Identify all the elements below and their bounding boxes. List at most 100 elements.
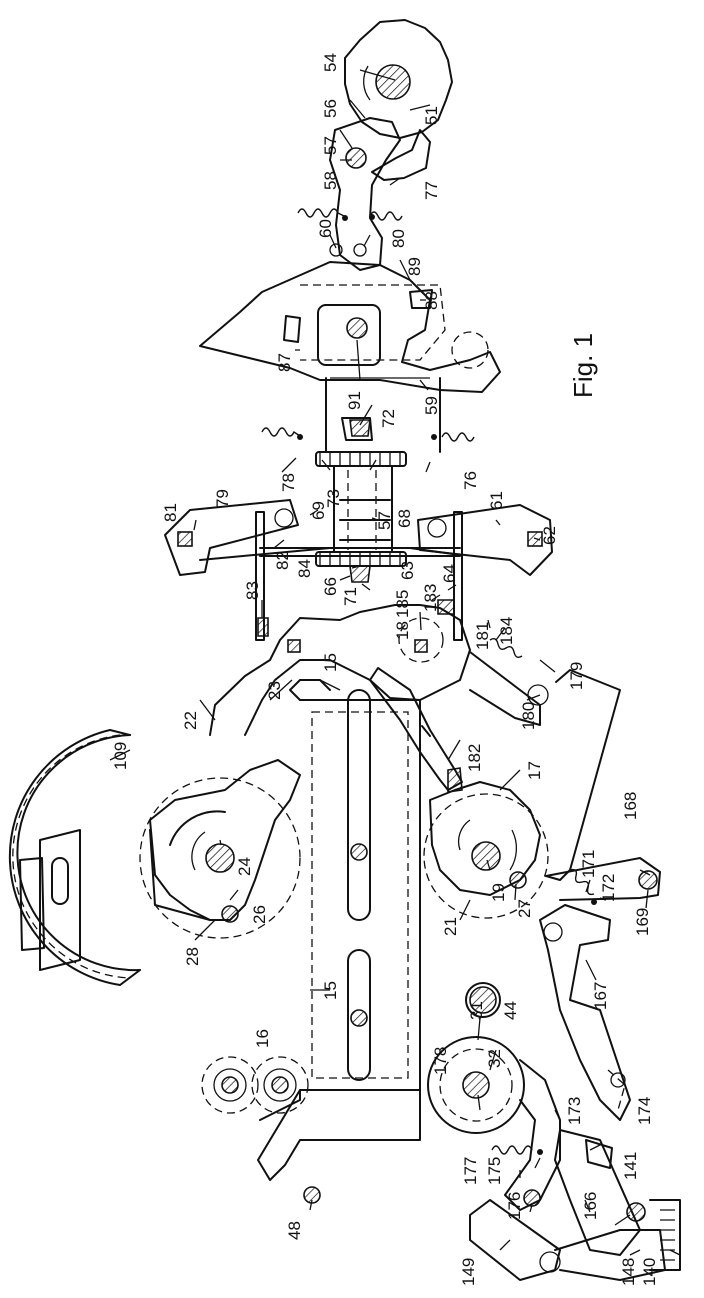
ref-31: 31 bbox=[467, 1001, 486, 1020]
ref-166: 166 bbox=[581, 1192, 600, 1220]
lever-57 bbox=[329, 117, 401, 271]
frame-bottom bbox=[257, 1089, 421, 1204]
ref-78: 78 bbox=[279, 473, 298, 492]
ref-80: 80 bbox=[389, 229, 408, 248]
ref-61: 61 bbox=[487, 491, 506, 510]
ref-178: 178 bbox=[431, 1047, 450, 1075]
lever-77 bbox=[371, 129, 431, 181]
ref-76: 76 bbox=[461, 471, 480, 490]
ref-60: 60 bbox=[316, 219, 335, 238]
ref-148: 148 bbox=[619, 1258, 638, 1286]
ref-82: 82 bbox=[273, 551, 292, 570]
ref-181: 181 bbox=[473, 622, 492, 650]
ref-63: 63 bbox=[398, 561, 417, 580]
ref-140: 140 bbox=[640, 1258, 659, 1286]
ref-57b: 57 bbox=[375, 511, 394, 530]
ref-21: 21 bbox=[441, 917, 460, 936]
ref-48: 48 bbox=[285, 1221, 304, 1240]
slide-59 bbox=[325, 377, 441, 453]
gear-26 bbox=[139, 759, 301, 939]
ref-167: 167 bbox=[591, 982, 610, 1010]
lever-166 bbox=[554, 1129, 646, 1256]
cam-178 bbox=[427, 1036, 561, 1211]
ref-68: 68 bbox=[395, 509, 414, 528]
ref-185: 185 bbox=[393, 590, 412, 618]
ref-83: 83 bbox=[243, 581, 262, 600]
ref-15b: 15 bbox=[321, 981, 340, 1000]
lever-79 bbox=[164, 499, 299, 576]
ref-59: 59 bbox=[422, 396, 441, 415]
arm-182 bbox=[369, 667, 463, 793]
leader-lines bbox=[109, 69, 681, 1256]
ref-180: 180 bbox=[519, 702, 538, 730]
ref-182: 182 bbox=[465, 744, 484, 772]
figure-caption: Fig. 1 bbox=[568, 333, 598, 398]
ref-81: 81 bbox=[161, 503, 180, 522]
gear-21 bbox=[423, 781, 549, 919]
ref-149: 149 bbox=[459, 1258, 478, 1286]
ref-23: 23 bbox=[265, 681, 284, 700]
ref-89: 89 bbox=[405, 257, 424, 276]
lever-167 bbox=[539, 904, 631, 1121]
lever-179-168 bbox=[545, 669, 661, 905]
lever-149-148 bbox=[469, 1199, 681, 1281]
ref-64: 64 bbox=[440, 564, 459, 583]
ref-172: 172 bbox=[599, 874, 618, 902]
ref-28: 28 bbox=[183, 947, 202, 966]
ref-173: 173 bbox=[565, 1097, 584, 1125]
plates-82-84-63 bbox=[199, 511, 463, 641]
ref-51: 51 bbox=[422, 106, 441, 125]
ref-79: 79 bbox=[213, 489, 232, 508]
ref-87: 87 bbox=[275, 353, 294, 372]
ref-177: 177 bbox=[461, 1157, 480, 1185]
drive-wheel-54 bbox=[344, 19, 453, 139]
slide-15 bbox=[289, 679, 421, 1091]
ref-169: 169 bbox=[633, 908, 652, 936]
ref-168: 168 bbox=[621, 792, 640, 820]
ref-44: 44 bbox=[501, 1001, 520, 1020]
ref-27: 27 bbox=[515, 899, 534, 918]
springs-top bbox=[297, 208, 403, 221]
gears-16 bbox=[201, 1056, 309, 1114]
ref-54: 54 bbox=[321, 53, 340, 72]
ref-32: 32 bbox=[485, 1049, 504, 1068]
ref-175: 175 bbox=[485, 1157, 504, 1185]
gear-stack-73 bbox=[315, 451, 407, 583]
ref-184: 184 bbox=[497, 617, 516, 645]
ref-24: 24 bbox=[235, 857, 254, 876]
ref-72: 72 bbox=[379, 409, 398, 428]
ref-71: 71 bbox=[341, 587, 360, 606]
ref-58: 58 bbox=[321, 171, 340, 190]
ref-66: 66 bbox=[321, 577, 340, 596]
ref-57: 57 bbox=[321, 136, 340, 155]
ref-17: 17 bbox=[525, 761, 544, 780]
frame-18 bbox=[209, 599, 471, 736]
ref-22: 22 bbox=[181, 711, 200, 730]
shaft-31 bbox=[465, 982, 501, 1018]
lever-61 bbox=[417, 504, 553, 576]
ref-26: 26 bbox=[250, 905, 269, 924]
ref-88: 88 bbox=[422, 291, 441, 310]
ref-84: 84 bbox=[295, 559, 314, 578]
reference-numerals: 54 51 56 57 58 77 60 80 89 88 87 91 72 5… bbox=[111, 53, 659, 1286]
cam-plate-89 bbox=[199, 261, 501, 393]
ref-176: 176 bbox=[505, 1192, 524, 1220]
ref-19: 19 bbox=[489, 883, 508, 902]
ref-15: 15 bbox=[321, 653, 340, 672]
lever-181 bbox=[469, 637, 549, 726]
ref-91: 91 bbox=[345, 391, 364, 410]
ref-183: 183 bbox=[421, 584, 440, 612]
spring-177 bbox=[491, 1145, 543, 1155]
springs-76-78 bbox=[261, 427, 475, 442]
ref-73: 73 bbox=[324, 489, 343, 508]
ref-62: 62 bbox=[540, 526, 559, 545]
ref-141: 141 bbox=[621, 1152, 640, 1180]
ref-18: 18 bbox=[393, 621, 412, 640]
ref-171: 171 bbox=[579, 850, 598, 878]
arc-109 bbox=[8, 729, 141, 986]
ref-69: 69 bbox=[309, 501, 328, 520]
ref-109: 109 bbox=[111, 742, 130, 770]
ref-174: 174 bbox=[635, 1097, 654, 1125]
ref-77: 77 bbox=[422, 181, 441, 200]
